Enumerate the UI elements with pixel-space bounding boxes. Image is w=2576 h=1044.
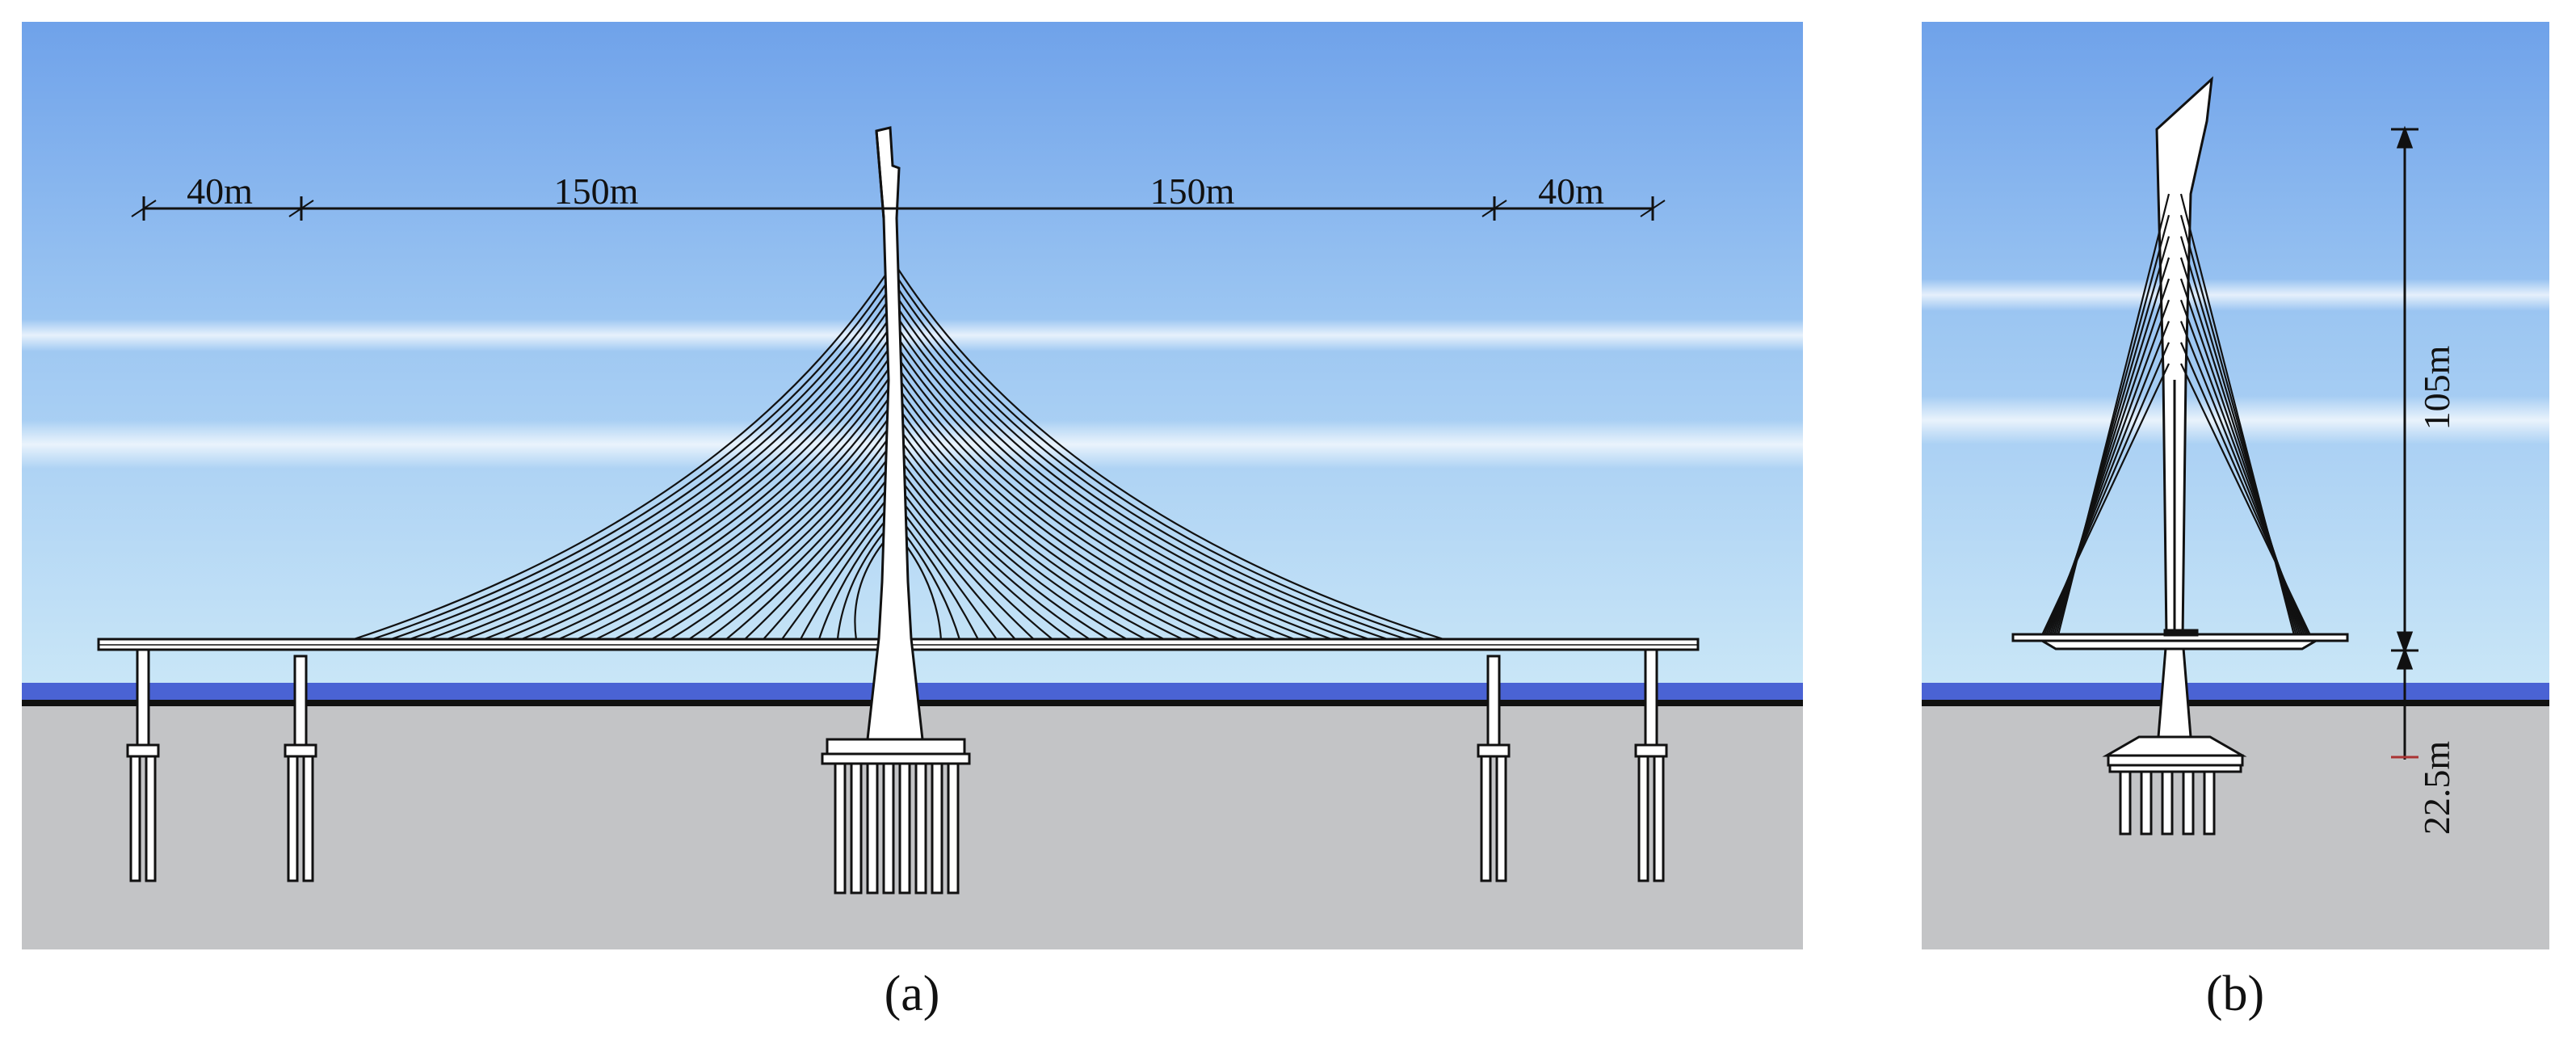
stay-cable	[594, 394, 892, 641]
stay-cable	[896, 285, 1410, 642]
stay-cable	[649, 423, 892, 641]
deck-cross-section-b	[2011, 629, 2349, 650]
pier-a4	[1634, 648, 1668, 882]
stay-cable	[896, 364, 1259, 642]
stay-cable	[896, 414, 1166, 641]
waterline-b	[1922, 700, 2549, 706]
caption-b: (b)	[2206, 966, 2264, 1021]
pier-a3	[1477, 655, 1511, 882]
stay-cable	[762, 483, 892, 641]
sky-a	[22, 22, 1803, 684]
stay-cable	[538, 364, 892, 642]
cloud-band-b1	[1922, 279, 2549, 311]
stay-cable	[896, 325, 1334, 642]
stay-cable	[896, 434, 1129, 641]
height-dimension-line	[2391, 125, 2418, 760]
stay-cable	[706, 453, 892, 641]
stay-cable	[817, 512, 892, 641]
stay-cable	[896, 315, 1353, 642]
stay-cable	[407, 296, 892, 642]
stay-cable	[463, 325, 892, 642]
panel-a: 40m 150m 150m 40m	[22, 22, 1803, 949]
stay-cable	[896, 335, 1316, 642]
stay-cable	[369, 276, 892, 642]
pier-a1	[126, 648, 160, 882]
stay-cable	[519, 355, 892, 642]
stay-cable	[575, 385, 892, 641]
stay-cable	[896, 266, 1447, 642]
stay-cable	[388, 285, 892, 642]
stay-cable	[896, 355, 1279, 642]
stay-cable	[896, 305, 1372, 642]
pier-a2	[284, 655, 317, 882]
stay-cable	[351, 266, 892, 642]
stay-cable	[631, 414, 892, 641]
stay-cable	[799, 503, 892, 641]
stay-cable	[896, 423, 1148, 641]
stay-cable	[426, 305, 892, 642]
tower-height-label: 105m	[2416, 345, 2457, 430]
stay-cable	[668, 434, 892, 641]
water-b	[1922, 683, 2549, 701]
stay-cable	[780, 493, 892, 641]
stay-cables-a	[351, 266, 1447, 642]
stay-cable	[896, 394, 1204, 642]
stay-cable	[896, 493, 1017, 641]
stay-cable	[896, 503, 998, 641]
stay-cable	[500, 345, 892, 642]
foundation-b	[2102, 735, 2247, 836]
foundation-depth-label: 22.5m	[2416, 741, 2457, 836]
stay-cable	[896, 374, 1241, 642]
sky-b	[1922, 22, 2549, 684]
stay-cable	[444, 315, 892, 642]
stay-cable	[2041, 363, 2170, 636]
span-label-1: 40m	[187, 170, 253, 212]
stay-cable	[2180, 363, 2311, 636]
stay-cables-b	[2041, 193, 2311, 636]
stay-cable	[743, 474, 892, 641]
stay-cable	[896, 474, 1054, 641]
stay-cable	[557, 374, 892, 642]
stay-cable	[896, 276, 1428, 642]
stay-cable	[896, 444, 1110, 641]
stay-cable	[896, 385, 1222, 642]
span-dimension-line	[131, 196, 1666, 221]
stay-cable	[481, 335, 892, 642]
stay-cable	[612, 404, 892, 641]
stay-cable	[836, 523, 892, 641]
ground-b	[1922, 706, 2549, 949]
stay-cable	[896, 512, 980, 641]
stay-cable	[896, 296, 1390, 642]
stay-cable	[896, 463, 1073, 641]
pylon-b	[2155, 76, 2213, 739]
stay-cable	[896, 345, 1297, 642]
panel-b: 105m 22.5m	[1922, 22, 2549, 949]
span-label-2: 150m	[554, 170, 639, 212]
stay-cable	[725, 463, 892, 641]
caption-a: (a)	[885, 966, 940, 1021]
stay-cable	[854, 533, 892, 641]
stay-cable	[687, 444, 892, 641]
pylon-a	[821, 126, 971, 895]
stay-cable	[896, 453, 1091, 641]
stay-cable	[896, 404, 1185, 641]
stay-cable	[896, 483, 1036, 641]
span-label-4: 40m	[1538, 170, 1604, 212]
cloud-band-a1	[22, 319, 1803, 352]
span-label-3: 150m	[1150, 170, 1235, 212]
